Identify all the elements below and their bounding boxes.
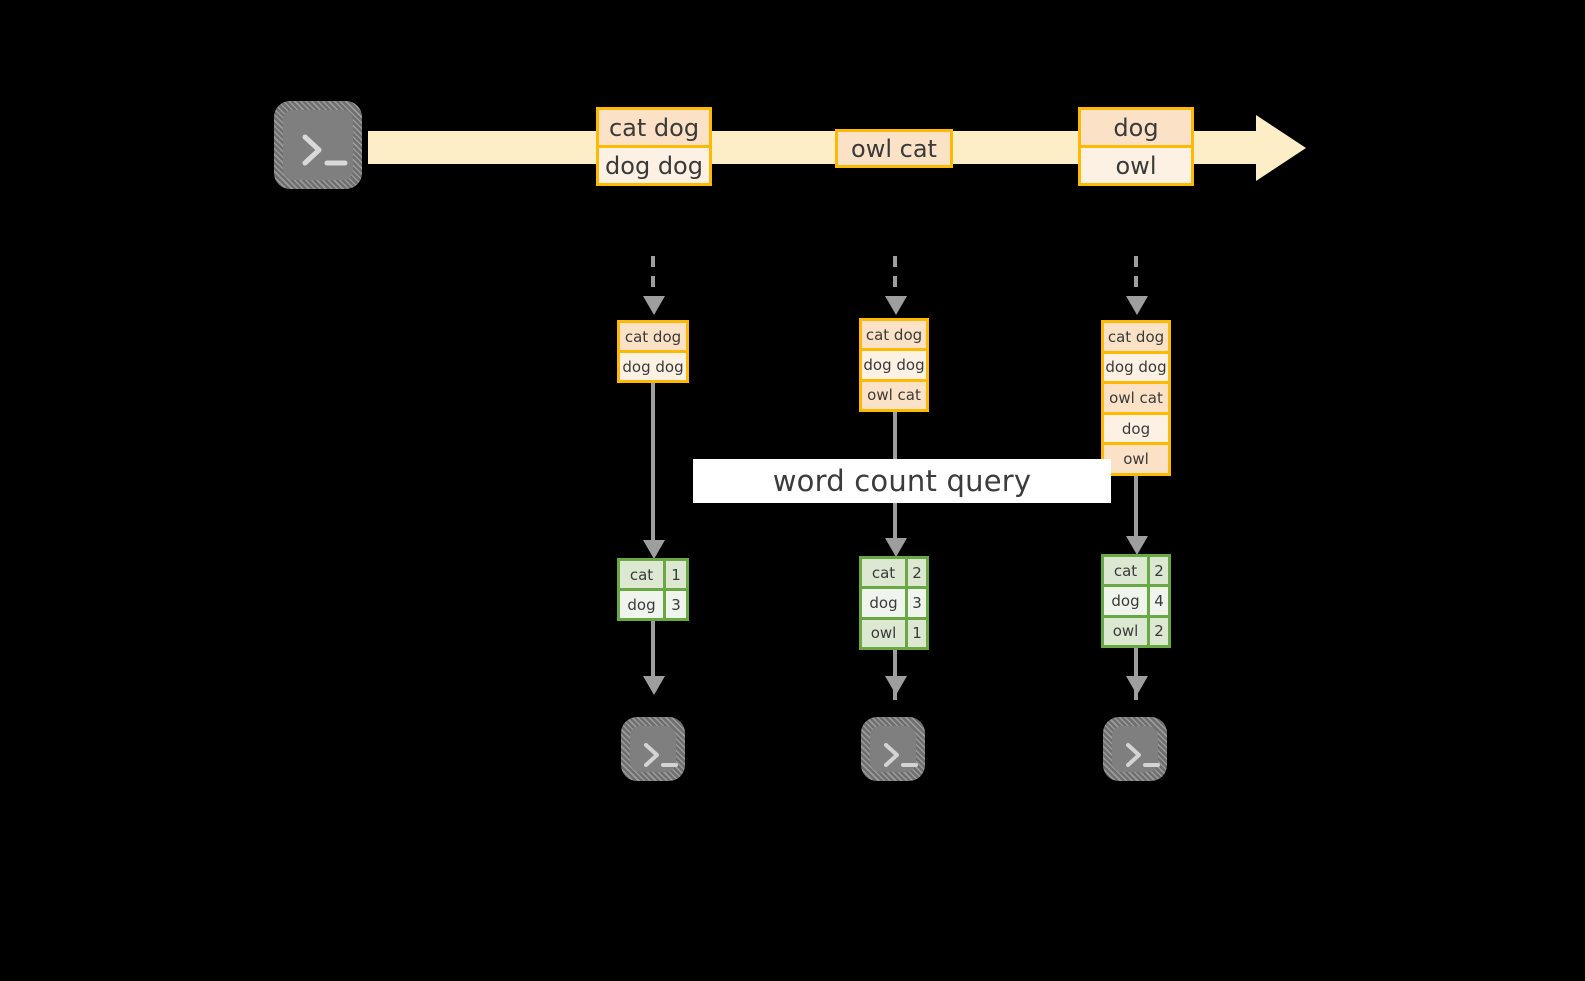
stream-row: dog dog: [862, 348, 926, 379]
result-row: owl 1: [862, 616, 926, 647]
sink-terminal-icon-1: [621, 717, 685, 781]
result-count: 3: [666, 591, 686, 618]
sink-flow-line-3: [1134, 648, 1138, 700]
sink-terminal-icon-3: [1103, 717, 1167, 781]
sink-flow-line-1: [651, 621, 655, 683]
result-count: 1: [908, 619, 926, 647]
prompt-glyph: [302, 134, 348, 166]
result-row: dog 3: [620, 588, 686, 618]
timeline-event-1: cat dog dog dog: [596, 107, 712, 186]
result-count: 1: [666, 561, 686, 588]
result-row: cat 2: [1104, 557, 1168, 585]
result-count: 2: [908, 559, 926, 587]
sink-flow-line-2: [893, 650, 897, 700]
stream-row: cat dog: [1104, 323, 1168, 351]
result-word: cat: [1104, 557, 1150, 585]
event-line: dog dog: [599, 145, 709, 183]
stream-row: owl: [1104, 442, 1168, 473]
result-row: cat 1: [620, 561, 686, 588]
event-line: owl cat: [838, 132, 950, 165]
prompt-glyph: [644, 743, 678, 767]
stream-row: owl cat: [862, 378, 926, 409]
sink-flow-arrow-1: [643, 676, 665, 695]
result-row: dog 3: [862, 586, 926, 617]
source-terminal-icon: [274, 101, 362, 189]
result-word: cat: [620, 561, 666, 588]
result-count: 3: [908, 589, 926, 617]
result-row: dog 4: [1104, 584, 1168, 615]
result-row: cat 2: [862, 559, 926, 587]
timeline-arrow-head: [1256, 115, 1306, 181]
snapshot-tap-arrow-3: [1126, 296, 1148, 315]
stream-row: cat dog: [620, 323, 686, 350]
result-word: owl: [862, 619, 908, 647]
snapshot-result-1: cat 1 dog 3: [617, 558, 689, 621]
snapshot-result-2: cat 2 dog 3 owl 1: [859, 556, 929, 650]
stream-row: dog: [1104, 411, 1168, 443]
result-count: 2: [1150, 617, 1168, 645]
sink-flow-arrow-2: [885, 676, 907, 695]
stream-row: dog dog: [1104, 350, 1168, 382]
result-word: cat: [862, 559, 908, 587]
sink-terminal-icon-2: [861, 717, 925, 781]
prompt-glyph: [884, 743, 918, 767]
result-count: 2: [1150, 557, 1168, 585]
query-flow-arrow-2: [885, 538, 907, 557]
snapshot-stream-3: cat dog dog dog owl cat dog owl: [1101, 320, 1171, 476]
snapshot-tap-line-3: [1134, 256, 1138, 300]
query-label: word count query: [772, 464, 1032, 498]
stream-row: cat dog: [862, 321, 926, 349]
event-line: cat dog: [599, 110, 709, 145]
snapshot-stream-2: cat dog dog dog owl cat: [859, 318, 929, 412]
result-word: owl: [1104, 617, 1150, 645]
snapshot-tap-arrow-1: [643, 296, 665, 315]
stream-row: dog dog: [620, 350, 686, 380]
query-flow-arrow-1: [643, 540, 665, 559]
snapshot-result-3: cat 2 dog 4 owl 2: [1101, 554, 1171, 648]
query-flow-line-3: [1134, 476, 1138, 545]
event-line: dog: [1081, 110, 1191, 145]
result-count: 4: [1150, 587, 1168, 615]
query-label-band: word count query: [693, 459, 1111, 503]
event-line: owl: [1081, 145, 1191, 183]
prompt-glyph: [1126, 743, 1160, 767]
snapshot-tap-line-1: [651, 256, 655, 300]
result-word: dog: [862, 589, 908, 617]
timeline-event-3: dog owl: [1078, 107, 1194, 186]
snapshot-tap-line-2: [893, 256, 897, 300]
stream-row: owl cat: [1104, 381, 1168, 412]
terminal-body: [283, 110, 353, 180]
sink-flow-arrow-3: [1126, 676, 1148, 695]
result-word: dog: [1104, 587, 1150, 615]
query-flow-line-1: [651, 383, 655, 547]
timeline-event-2: owl cat: [835, 129, 953, 168]
result-word: dog: [620, 591, 666, 618]
query-flow-arrow-3: [1126, 536, 1148, 555]
result-row: owl 2: [1104, 614, 1168, 645]
snapshot-stream-1: cat dog dog dog: [617, 320, 689, 383]
snapshot-tap-arrow-2: [885, 296, 907, 315]
